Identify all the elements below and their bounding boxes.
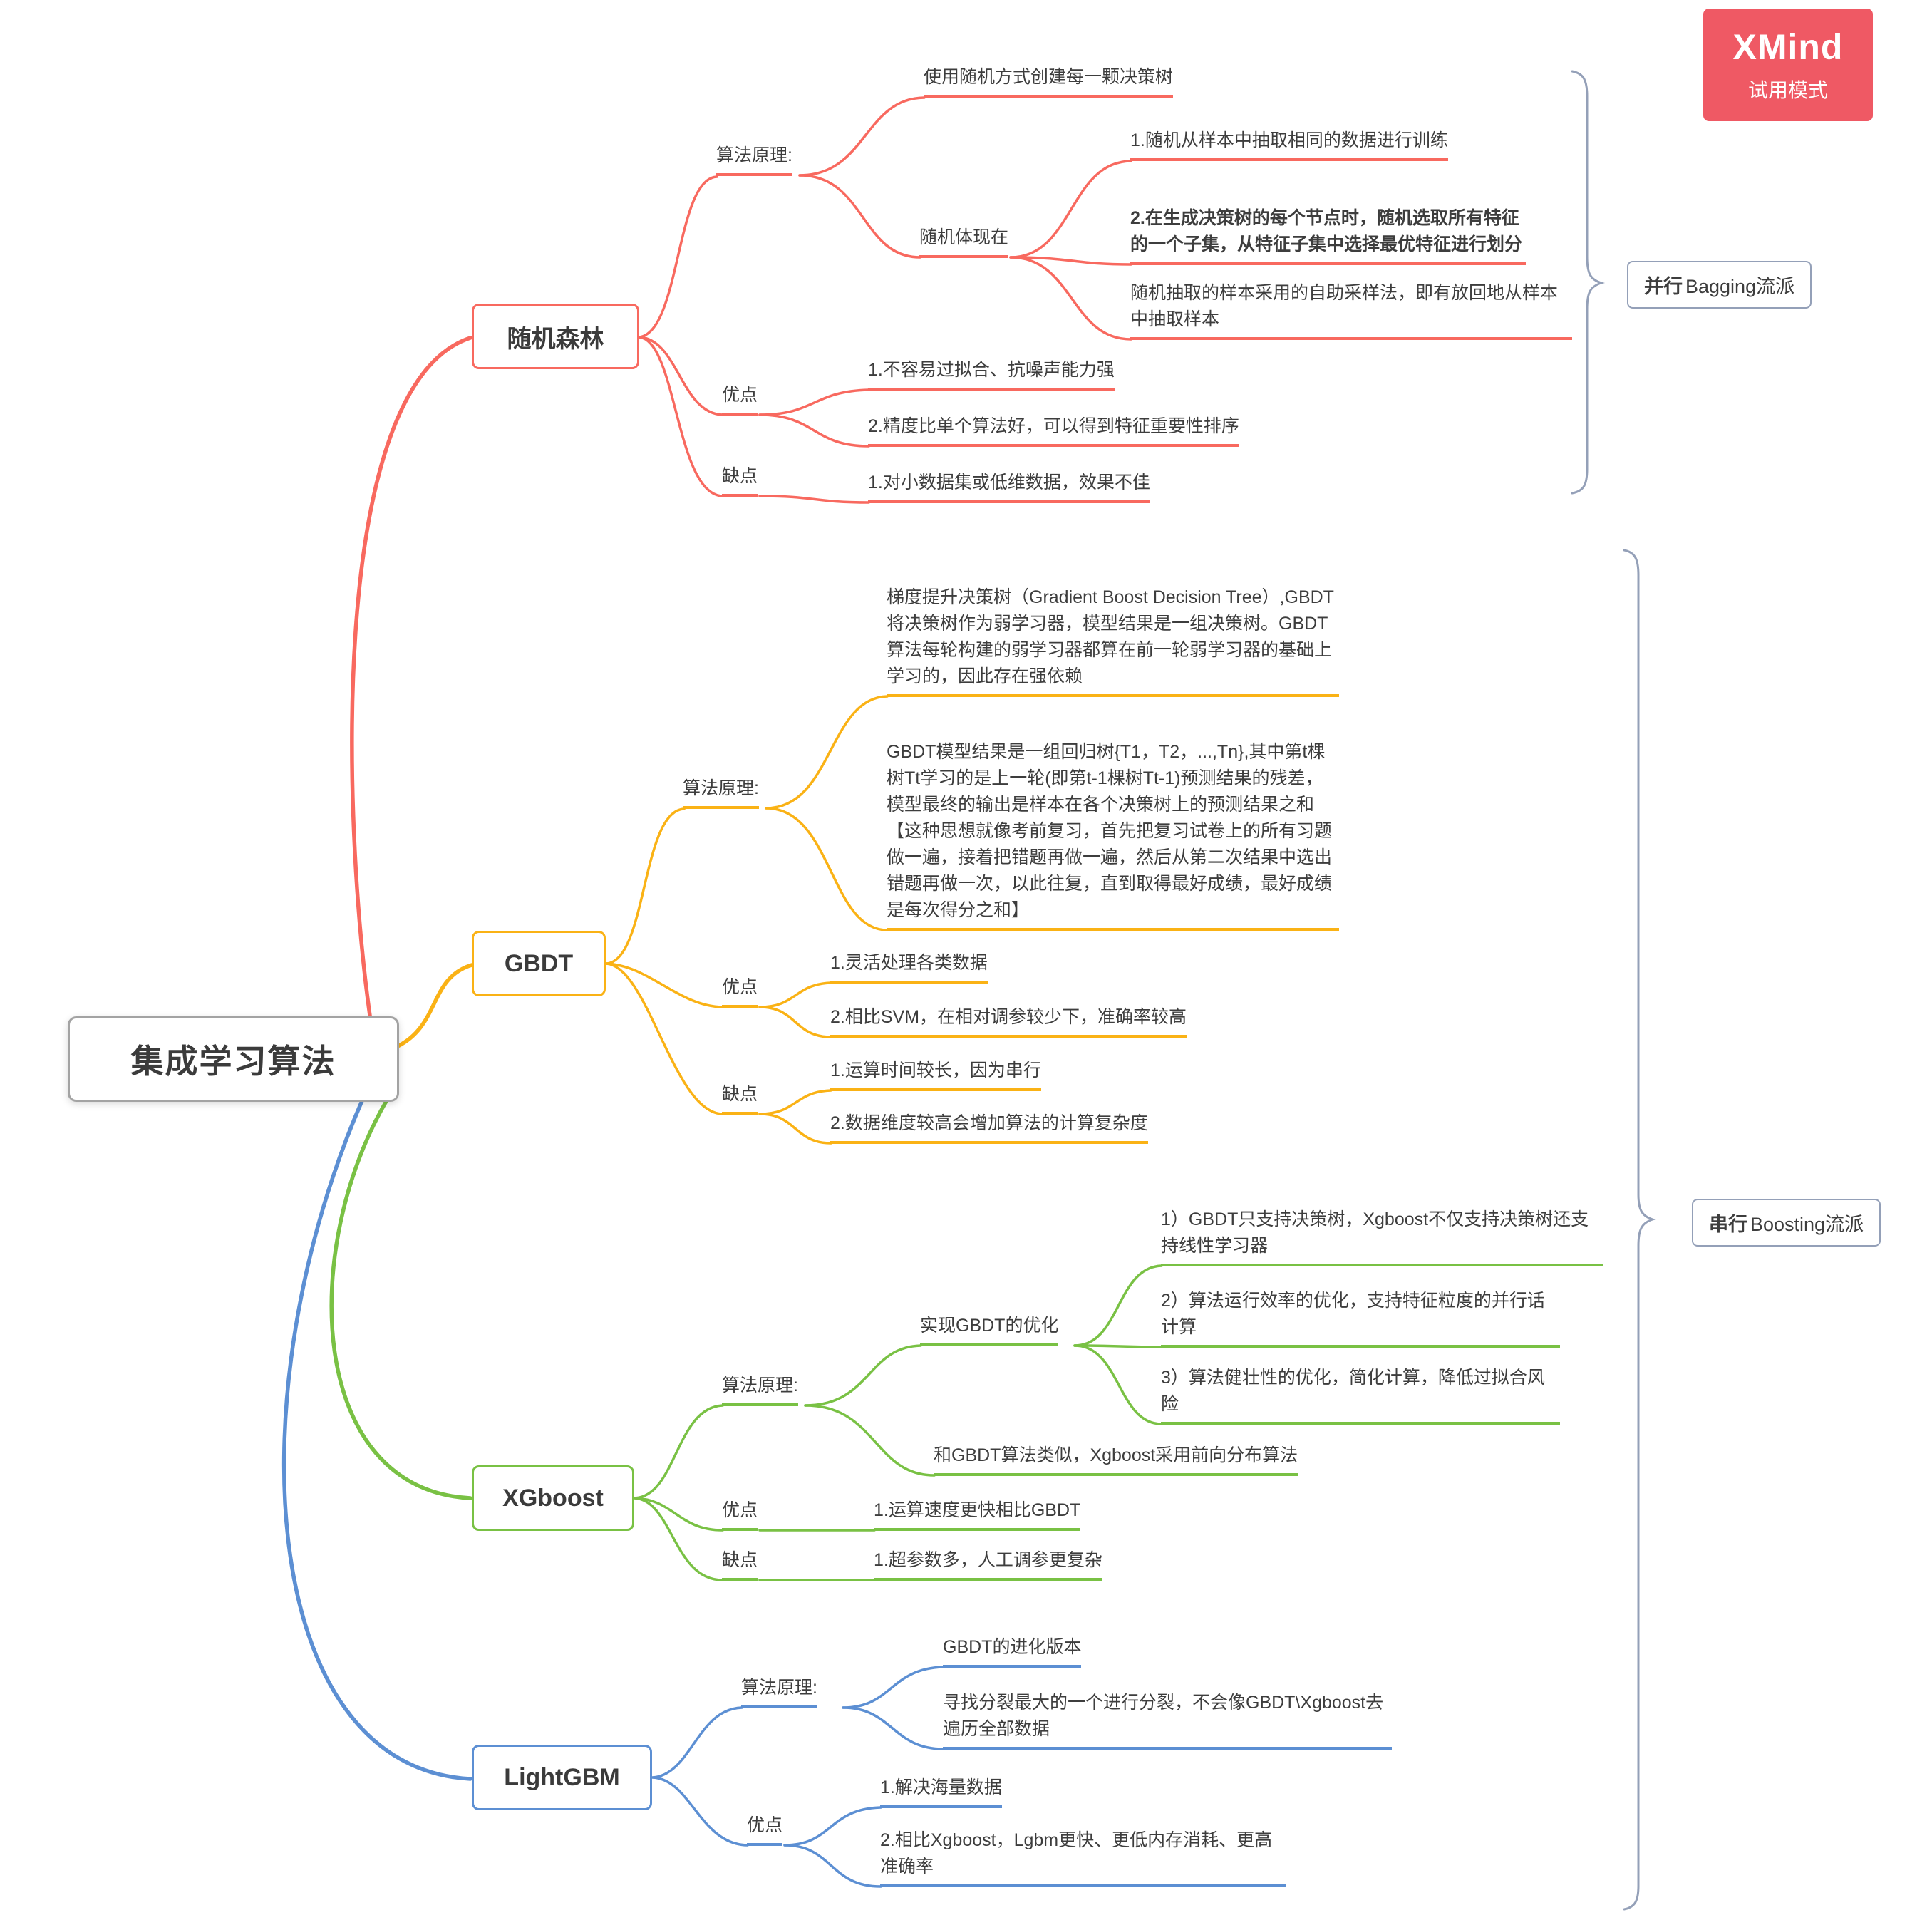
root-topic[interactable]: 集成学习算法 bbox=[68, 1016, 399, 1102]
gbdt-principle-label[interactable]: 算法原理: bbox=[683, 775, 759, 809]
gbdt-pros-label[interactable]: 优点 bbox=[722, 974, 758, 1008]
rf-randomness-item-1[interactable]: 1.随机从样本中抽取相同的数据进行训练 bbox=[1130, 128, 1448, 161]
xgb-optimize-item-2[interactable]: 2）算法运行效率的优化，支持特征粒度的并行话计算 bbox=[1161, 1288, 1560, 1348]
lgbm-principle-item-1[interactable]: GBDT的进化版本 bbox=[943, 1634, 1082, 1668]
lgbm-pros-label[interactable]: 优点 bbox=[747, 1812, 783, 1846]
xgb-optimize-item-3[interactable]: 3）算法健壮性的优化，简化计算，降低过拟合风险 bbox=[1161, 1365, 1560, 1425]
summary-boosting-text: Boosting流派 bbox=[1750, 1214, 1864, 1235]
lgbm-pros-item-1[interactable]: 1.解决海量数据 bbox=[880, 1775, 1002, 1808]
xmind-trial-badge[interactable]: XMind 试用模式 bbox=[1703, 9, 1873, 121]
xmind-logo-text: XMind bbox=[1732, 27, 1844, 67]
rf-pros-item-1[interactable]: 1.不容易过拟合、抗噪声能力强 bbox=[868, 357, 1115, 391]
gbdt-principle-paragraph-1[interactable]: 梯度提升决策树（Gradient Boost Decision Tree）,GB… bbox=[887, 584, 1339, 697]
rf-randomness-label[interactable]: 随机体现在 bbox=[919, 225, 1009, 258]
gbdt-cons-item-1[interactable]: 1.运算时间较长，因为串行 bbox=[830, 1058, 1041, 1091]
gbdt-pros-item-1[interactable]: 1.灵活处理各类数据 bbox=[830, 950, 988, 984]
xgb-principle-item-forward[interactable]: 和GBDT算法类似，Xgboost采用前向分布算法 bbox=[934, 1443, 1298, 1476]
summary-boosting[interactable]: 串行 Boosting流派 bbox=[1692, 1199, 1881, 1247]
xgb-cons-label[interactable]: 缺点 bbox=[722, 1547, 758, 1581]
summary-boosting-bold: 串行 bbox=[1709, 1214, 1747, 1235]
trial-mode-label: 试用模式 bbox=[1747, 79, 1828, 101]
branch-line-lightgbm bbox=[281, 1095, 472, 1781]
topic-random-forest[interactable]: 随机森林 bbox=[472, 304, 639, 369]
gbdt-pros-item-2[interactable]: 2.相比SVM，在相对调参较少下，准确率较高 bbox=[830, 1004, 1187, 1038]
xgb-optimize-item-1[interactable]: 1）GBDT只支持决策树，Xgboost不仅支持决策树还支持线性学习器 bbox=[1161, 1207, 1603, 1266]
topic-gbdt[interactable]: GBDT bbox=[472, 931, 606, 996]
rf-cons-label[interactable]: 缺点 bbox=[722, 463, 758, 497]
gbdt-cons-item-2[interactable]: 2.数据维度较高会增加算法的计算复杂度 bbox=[830, 1110, 1148, 1144]
topic-lightgbm[interactable]: LightGBM bbox=[472, 1745, 652, 1810]
rf-randomness-item-2[interactable]: 2.在生成决策树的每个节点时，随机选取所有特征的一个子集，从特征子集中选择最优特… bbox=[1130, 205, 1526, 265]
summary-bagging-bold: 并行 bbox=[1644, 276, 1683, 297]
rf-principle-item-random-tree[interactable]: 使用随机方式创建每一颗决策树 bbox=[924, 64, 1174, 98]
rf-pros-item-2[interactable]: 2.精度比单个算法好，可以得到特征重要性排序 bbox=[868, 413, 1239, 447]
branch-line-xgboost bbox=[329, 1095, 472, 1500]
branch-line-random-forest bbox=[350, 336, 472, 1023]
rf-pros-label[interactable]: 优点 bbox=[722, 382, 758, 416]
gbdt-principle-paragraph-2[interactable]: GBDT模型结果是一组回归树{T1，T2，...,Tn},其中第t棵树Tt学习的… bbox=[887, 739, 1339, 931]
gbdt-cons-label[interactable]: 缺点 bbox=[722, 1081, 758, 1115]
bracket-boosting bbox=[1623, 549, 1657, 1911]
xgb-cons-item-1[interactable]: 1.超参数多，人工调参更复杂 bbox=[874, 1547, 1102, 1581]
lgbm-principle-item-2[interactable]: 寻找分裂最大的一个进行分裂，不会像GBDT\Xgboost去遍历全部数据 bbox=[943, 1690, 1392, 1750]
rf-randomness-item-3[interactable]: 随机抽取的样本采用的自助采样法，即有放回地从样本中抽取样本 bbox=[1130, 280, 1572, 340]
summary-bagging-text: Bagging流派 bbox=[1685, 276, 1795, 297]
bracket-bagging bbox=[1571, 70, 1606, 495]
lgbm-pros-item-2[interactable]: 2.相比Xgboost，Lgbm更快、更低内存消耗、更高准确率 bbox=[880, 1827, 1286, 1887]
xgb-principle-label[interactable]: 算法原理: bbox=[722, 1373, 798, 1406]
rf-cons-item-1[interactable]: 1.对小数据集或低维数据，效果不佳 bbox=[868, 470, 1150, 503]
branch-line-gbdt bbox=[396, 963, 474, 1048]
xgb-pros-item-1[interactable]: 1.运算速度更快相比GBDT bbox=[874, 1497, 1081, 1531]
xgb-optimize-label[interactable]: 实现GBDT的优化 bbox=[920, 1313, 1059, 1346]
xgb-pros-label[interactable]: 优点 bbox=[722, 1497, 758, 1531]
rf-principle-label[interactable]: 算法原理: bbox=[716, 143, 792, 176]
topic-xgboost[interactable]: XGboost bbox=[472, 1465, 634, 1531]
summary-bagging[interactable]: 并行 Bagging流派 bbox=[1627, 261, 1812, 309]
lgbm-principle-label[interactable]: 算法原理: bbox=[741, 1675, 817, 1708]
